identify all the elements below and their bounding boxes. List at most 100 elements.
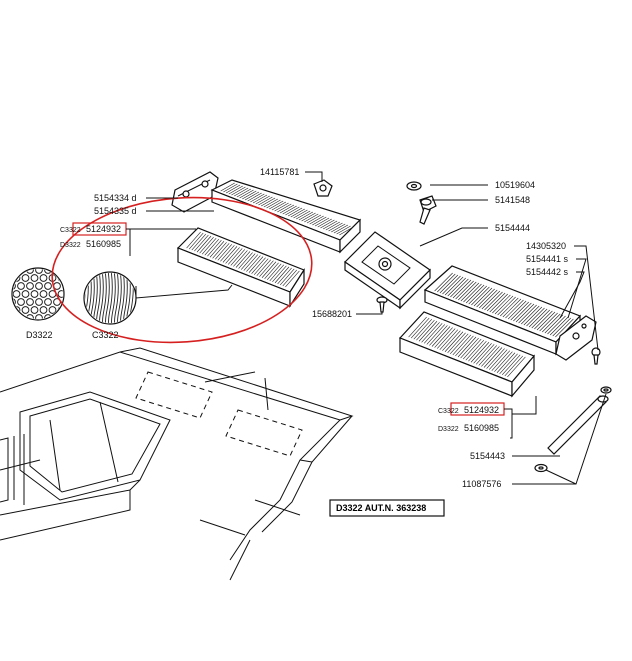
grille-line: [240, 253, 256, 270]
grille-line: [231, 186, 246, 196]
label-5154443: 5154443: [470, 451, 505, 461]
washer-10519604: [406, 181, 422, 191]
grille-line: [536, 311, 556, 331]
grille-line: [301, 212, 316, 222]
grille-line: [504, 355, 524, 377]
grille-line: [220, 182, 235, 192]
grille-line: [486, 348, 505, 369]
grille-line: [481, 346, 500, 367]
grille-line: [439, 329, 459, 350]
grille-line: [269, 264, 285, 282]
grille-line: [191, 233, 207, 251]
honeycomb-cell: [44, 298, 52, 306]
screw-14305320: [591, 347, 601, 365]
honeycomb-cell: [53, 314, 61, 319]
grille-line: [484, 291, 503, 311]
reference-box: D3322 AUT.N. 363238: [329, 499, 445, 517]
label-c3322-detail: C3322: [92, 330, 119, 340]
label-15688201: 15688201: [312, 309, 352, 319]
grille-line: [225, 247, 240, 264]
grille-line: [502, 298, 522, 318]
grille-line: [238, 252, 253, 269]
grille-line: [258, 196, 273, 206]
grille-line: [470, 342, 490, 363]
grille-line: [244, 191, 260, 201]
grille-line: [549, 316, 569, 336]
grille-line: [196, 235, 212, 253]
grille-line: [277, 203, 292, 213]
honeycomb-cell: [26, 298, 34, 306]
grille-line: [225, 184, 241, 194]
grille-line: [272, 265, 287, 283]
grille-line: [494, 295, 514, 315]
honeycomb-cell: [30, 306, 39, 314]
grille-line: [478, 345, 498, 366]
grille-line: [423, 323, 443, 344]
grille-line: [486, 292, 506, 312]
grille-line: [309, 215, 324, 225]
label-10519604: 10519604: [495, 180, 535, 190]
honeycomb-cell: [13, 282, 16, 290]
honeycomb-cell: [13, 290, 21, 298]
detail-d3322-honeycomb: [11, 267, 65, 321]
grille-line: [476, 288, 495, 308]
grille-line: [248, 256, 264, 273]
grille-line: [296, 210, 311, 220]
grille-line: [251, 257, 266, 274]
grille-line: [421, 322, 440, 343]
grille-line: [253, 258, 269, 275]
grille-line: [434, 327, 453, 348]
honeycomb-cell: [39, 290, 48, 298]
grille-line: [481, 290, 501, 310]
grille-line: [434, 272, 453, 292]
honeycomb-cell: [35, 314, 43, 319]
grille-line: [507, 356, 526, 378]
grille-line: [416, 319, 435, 341]
honeycomb-cell: [21, 306, 30, 314]
grille-line: [233, 250, 248, 267]
grille-line: [306, 214, 322, 224]
grille-line: [539, 312, 558, 332]
grille-line: [449, 333, 469, 355]
grille-line: [223, 183, 238, 193]
grille-line: [222, 246, 238, 263]
grille-line: [437, 273, 456, 293]
grille-line: [264, 262, 279, 279]
grille-line: [328, 222, 343, 232]
honeycomb-cell: [57, 290, 63, 298]
grille-line: [465, 339, 485, 361]
grille-line: [293, 209, 308, 219]
grille-line: [492, 294, 511, 314]
fibre-strand: [99, 273, 105, 323]
grille-line: [186, 231, 201, 249]
grille-line: [552, 317, 571, 337]
motor-mount-plate: [344, 231, 431, 310]
grille-line: [331, 223, 346, 233]
grille-line: [542, 313, 561, 333]
grille-line: [455, 335, 474, 357]
grille-line: [333, 224, 349, 234]
grille-line: [282, 269, 298, 287]
left-bracket-5154334: [171, 171, 219, 213]
part-labels: 5154334 d 5154335 d C3322 5124932 D3322 …: [26, 167, 569, 489]
vehicle-roof-outline: [0, 347, 354, 581]
label-5154441: 5154441 s: [526, 254, 569, 264]
grille-line: [462, 338, 482, 360]
grille-line: [220, 245, 235, 262]
honeycomb-cell: [26, 282, 34, 290]
grille-line: [271, 201, 287, 211]
bolt-5141548: [419, 195, 437, 225]
grille-line: [298, 211, 314, 221]
left-filter-element: [176, 227, 305, 309]
honeycomb-cell: [21, 274, 30, 282]
grille-line: [496, 352, 516, 373]
grille-line: [452, 334, 472, 356]
grille-line: [247, 192, 262, 202]
fibre-strand: [96, 273, 102, 323]
grille-line: [447, 332, 466, 354]
grille-line: [450, 278, 469, 298]
grille-line: [274, 202, 289, 212]
grille-line: [207, 240, 222, 257]
grille-line: [439, 274, 459, 294]
clip-11087576-top: [600, 386, 612, 394]
